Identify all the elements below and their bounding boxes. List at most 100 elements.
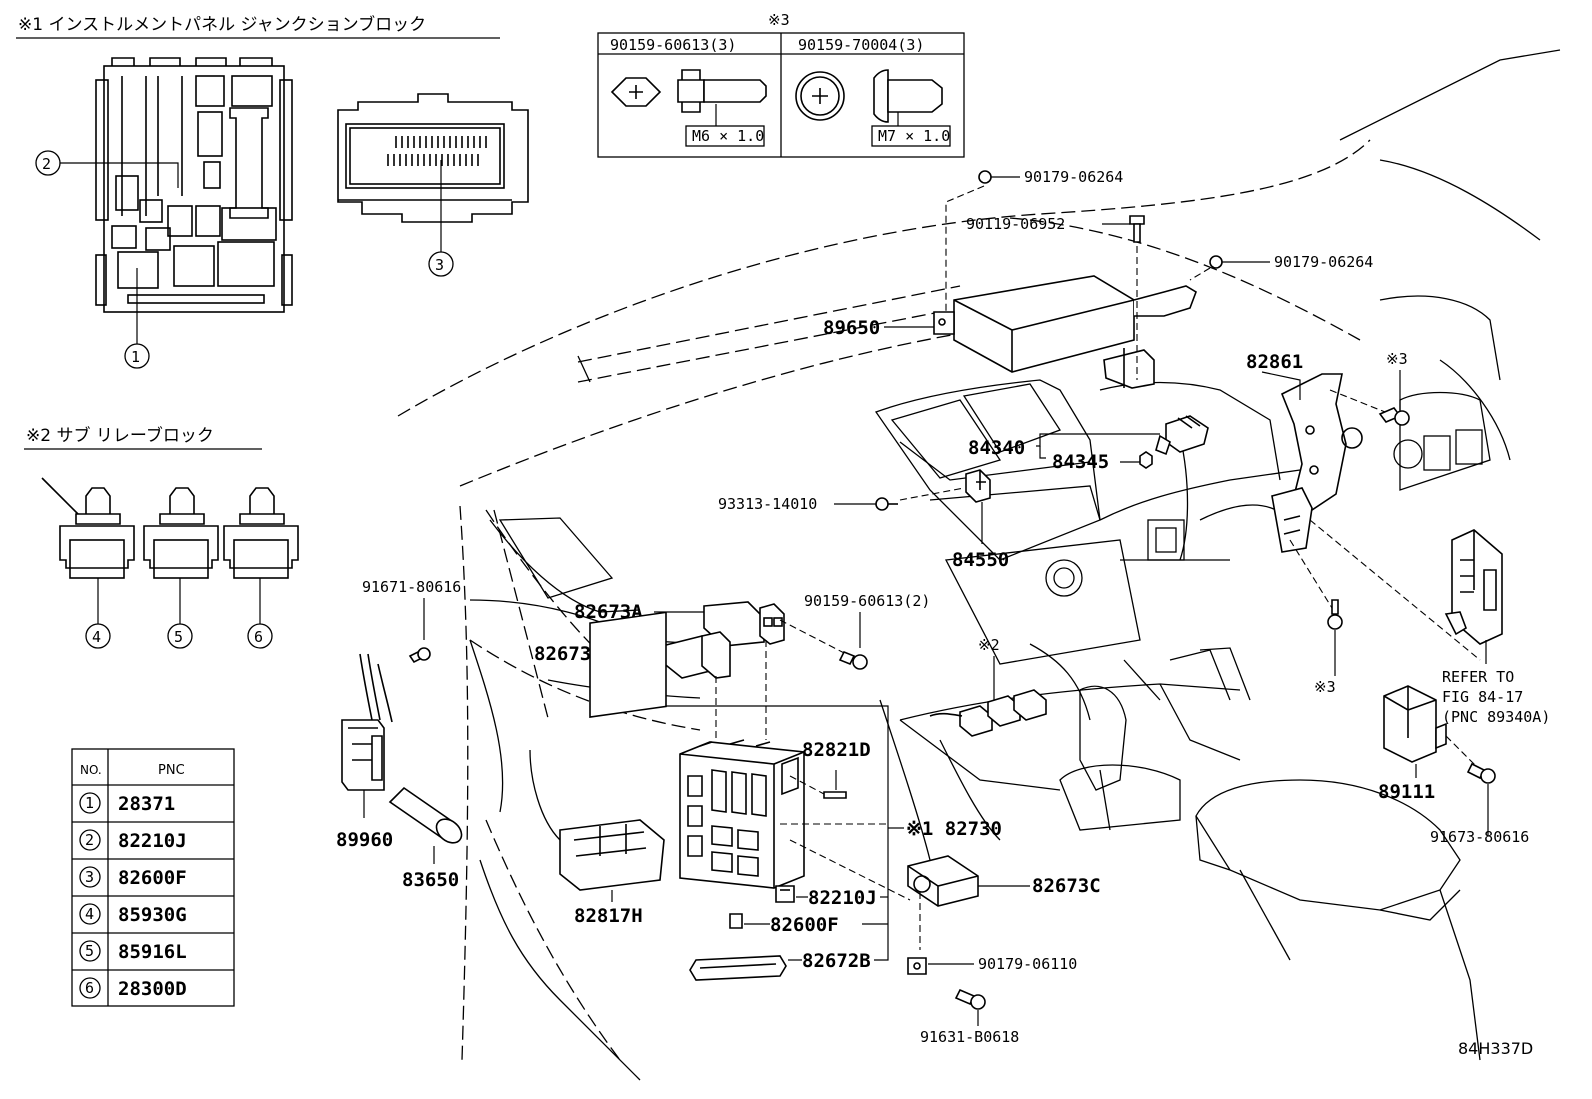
- table-row: 5 85916L: [79, 940, 187, 963]
- part-82817h-label: 82817H: [574, 905, 643, 927]
- part-91671-80616-label: 91671-80616: [362, 578, 461, 596]
- ecu-89340a-drawing: [1444, 529, 1503, 645]
- part-93313-14010-label: 93313-14010: [718, 495, 817, 513]
- bracket-82673b-drawing: [661, 631, 731, 679]
- relay-82210j-icon: [775, 885, 795, 903]
- junction-block-inset: ※1 インストルメントパネル ジャンクションブロック: [16, 14, 529, 369]
- part-91631-b0618-label: 91631-B0618: [920, 1028, 1019, 1046]
- part-82600f-label: 82600F: [770, 914, 839, 936]
- bracket-82673c-drawing: [907, 855, 979, 907]
- table-cell-no: 5: [85, 942, 94, 960]
- ecu-89650-drawing: [933, 275, 1197, 389]
- part-89650-label: 89650: [823, 317, 880, 339]
- switch-84340-drawing: [1155, 415, 1209, 456]
- clip-90179-06264-top-icon: [978, 170, 992, 184]
- table-row: 6 28300D: [79, 977, 187, 1000]
- cover-82672b-drawing: [689, 955, 787, 981]
- refer-line-1: REFER TO: [1442, 668, 1514, 686]
- table-row: 3 82600F: [79, 866, 187, 889]
- part-82821d-label: 82821D: [802, 739, 871, 761]
- bolt-93313-14010-icon: [875, 497, 898, 511]
- junction-block-title: ※1 インストルメントパネル ジャンクションブロック: [18, 14, 426, 35]
- refer-line-2: FIG 84-17: [1442, 688, 1523, 706]
- part-82861-label: 82861: [1246, 351, 1303, 373]
- clip-90179-06110-icon: [907, 957, 927, 975]
- part-82673b-label: 82673B: [534, 643, 603, 665]
- callout-4-label: 4: [92, 628, 101, 646]
- table-cell-pnc: 85916L: [118, 941, 187, 963]
- table-cell-pnc: 85930G: [118, 904, 187, 926]
- relay-4-drawing: [41, 477, 135, 579]
- relay-5-drawing: [143, 487, 219, 579]
- refer-line-3: (PNC 89340A): [1442, 708, 1550, 726]
- junction-block-side-drawing: [337, 93, 529, 223]
- pnc-table: NO. PNC 1 28371 2 82210J 3 82600F 4 8593…: [71, 748, 235, 1007]
- part-89111-label: 89111: [1378, 781, 1435, 803]
- clip-84550-drawing: [965, 469, 991, 503]
- table-cell-no: 2: [85, 831, 94, 849]
- part-84345-label: 84345: [1052, 451, 1109, 473]
- pnc-table-header-no: NO.: [80, 763, 102, 777]
- table-row: 1 28371: [79, 792, 175, 815]
- part-83650-label: 83650: [402, 869, 459, 891]
- bolt-91673-80616-icon: [1466, 762, 1496, 784]
- junction-block-front-drawing: [95, 57, 293, 313]
- mark-3-mid-label: ※3: [1314, 678, 1336, 696]
- table-cell-pnc: 28371: [118, 793, 175, 815]
- round-bolt-drawing: M7 × 1.0: [795, 69, 951, 147]
- junction-block-82730-drawing: [589, 611, 805, 889]
- table-cell-no: 6: [85, 979, 94, 997]
- mark-2-label: ※2: [978, 636, 1000, 654]
- relay-6-drawing: [223, 487, 299, 579]
- bolt-90119-06952-icon: [1129, 215, 1145, 243]
- part-83650-drawing: [388, 786, 463, 844]
- mark-3-top-label: ※3: [1386, 350, 1408, 368]
- screw-mark3-top-icon: [1378, 407, 1410, 426]
- part-82672b-label: 82672B: [802, 950, 871, 972]
- module-89960-drawing: [341, 653, 393, 791]
- callout-6-label: 6: [254, 628, 263, 646]
- part-82730-label: ※1 82730: [906, 818, 1002, 840]
- screw-mark3-mid-icon: [1327, 599, 1343, 630]
- table-cell-pnc: 28300D: [118, 978, 187, 1000]
- bolts-right-header: 90159-70004(3): [798, 36, 924, 54]
- table-cell-no: 1: [85, 794, 94, 812]
- part-82210j-label: 82210J: [808, 887, 877, 909]
- part-82821d-drawing: [823, 791, 847, 799]
- module-89111-drawing: [1383, 685, 1447, 763]
- hex-bolt-drawing: M6 × 1.0: [610, 69, 767, 147]
- part-91673-80616-label: 91673-80616: [1430, 828, 1529, 846]
- part-90119-06952-label: 90119-06952: [966, 215, 1065, 233]
- bolts-left-size: M6 × 1.0: [692, 127, 764, 145]
- bolts-inset: ※3 90159-60613(3) 90159-70004(3) M6 × 1.…: [597, 11, 965, 158]
- bolts-left-header: 90159-60613(3): [610, 36, 736, 54]
- part-89960-label: 89960: [336, 829, 393, 851]
- table-row: 2 82210J: [79, 829, 187, 852]
- nut-84345-icon: [1139, 451, 1153, 469]
- bolts-right-size: M7 × 1.0: [878, 127, 950, 145]
- cover-82817h-drawing: [559, 819, 665, 891]
- table-cell-pnc: 82210J: [118, 830, 187, 852]
- bolt-91631-b0618-icon: [954, 988, 986, 1010]
- figure-code: 84H337D: [1458, 1039, 1533, 1058]
- bolts-mark: ※3: [768, 11, 790, 29]
- callout-5-label: 5: [174, 628, 183, 646]
- table-cell-pnc: 82600F: [118, 867, 187, 889]
- part-90179-06110-label: 90179-06110: [978, 955, 1077, 973]
- part-90179-06264-right-label: 90179-06264: [1274, 253, 1373, 271]
- relay-cluster-drawing: [929, 689, 1047, 737]
- part-84550-label: 84550: [952, 549, 1009, 571]
- callout-3-label: 3: [435, 256, 444, 274]
- clip-90179-06264-right-icon: [1209, 255, 1223, 269]
- part-90159-60613-2-label: 90159-60613(2): [804, 592, 930, 610]
- callout-1-label: 1: [131, 348, 140, 366]
- callout-2-label: 2: [42, 155, 51, 173]
- bracket-82861-drawing: [1271, 373, 1363, 553]
- table-row: 4 85930G: [79, 903, 187, 926]
- sub-relay-block-inset: ※2 サブ リレーブロック 4 5 6: [24, 425, 299, 649]
- fuse-82600f-icon: [729, 913, 743, 929]
- bolt-90159-60613-icon: [838, 650, 868, 670]
- sub-relay-block-title: ※2 サブ リレーブロック: [26, 425, 214, 446]
- part-90179-06264-top-label: 90179-06264: [1024, 168, 1123, 186]
